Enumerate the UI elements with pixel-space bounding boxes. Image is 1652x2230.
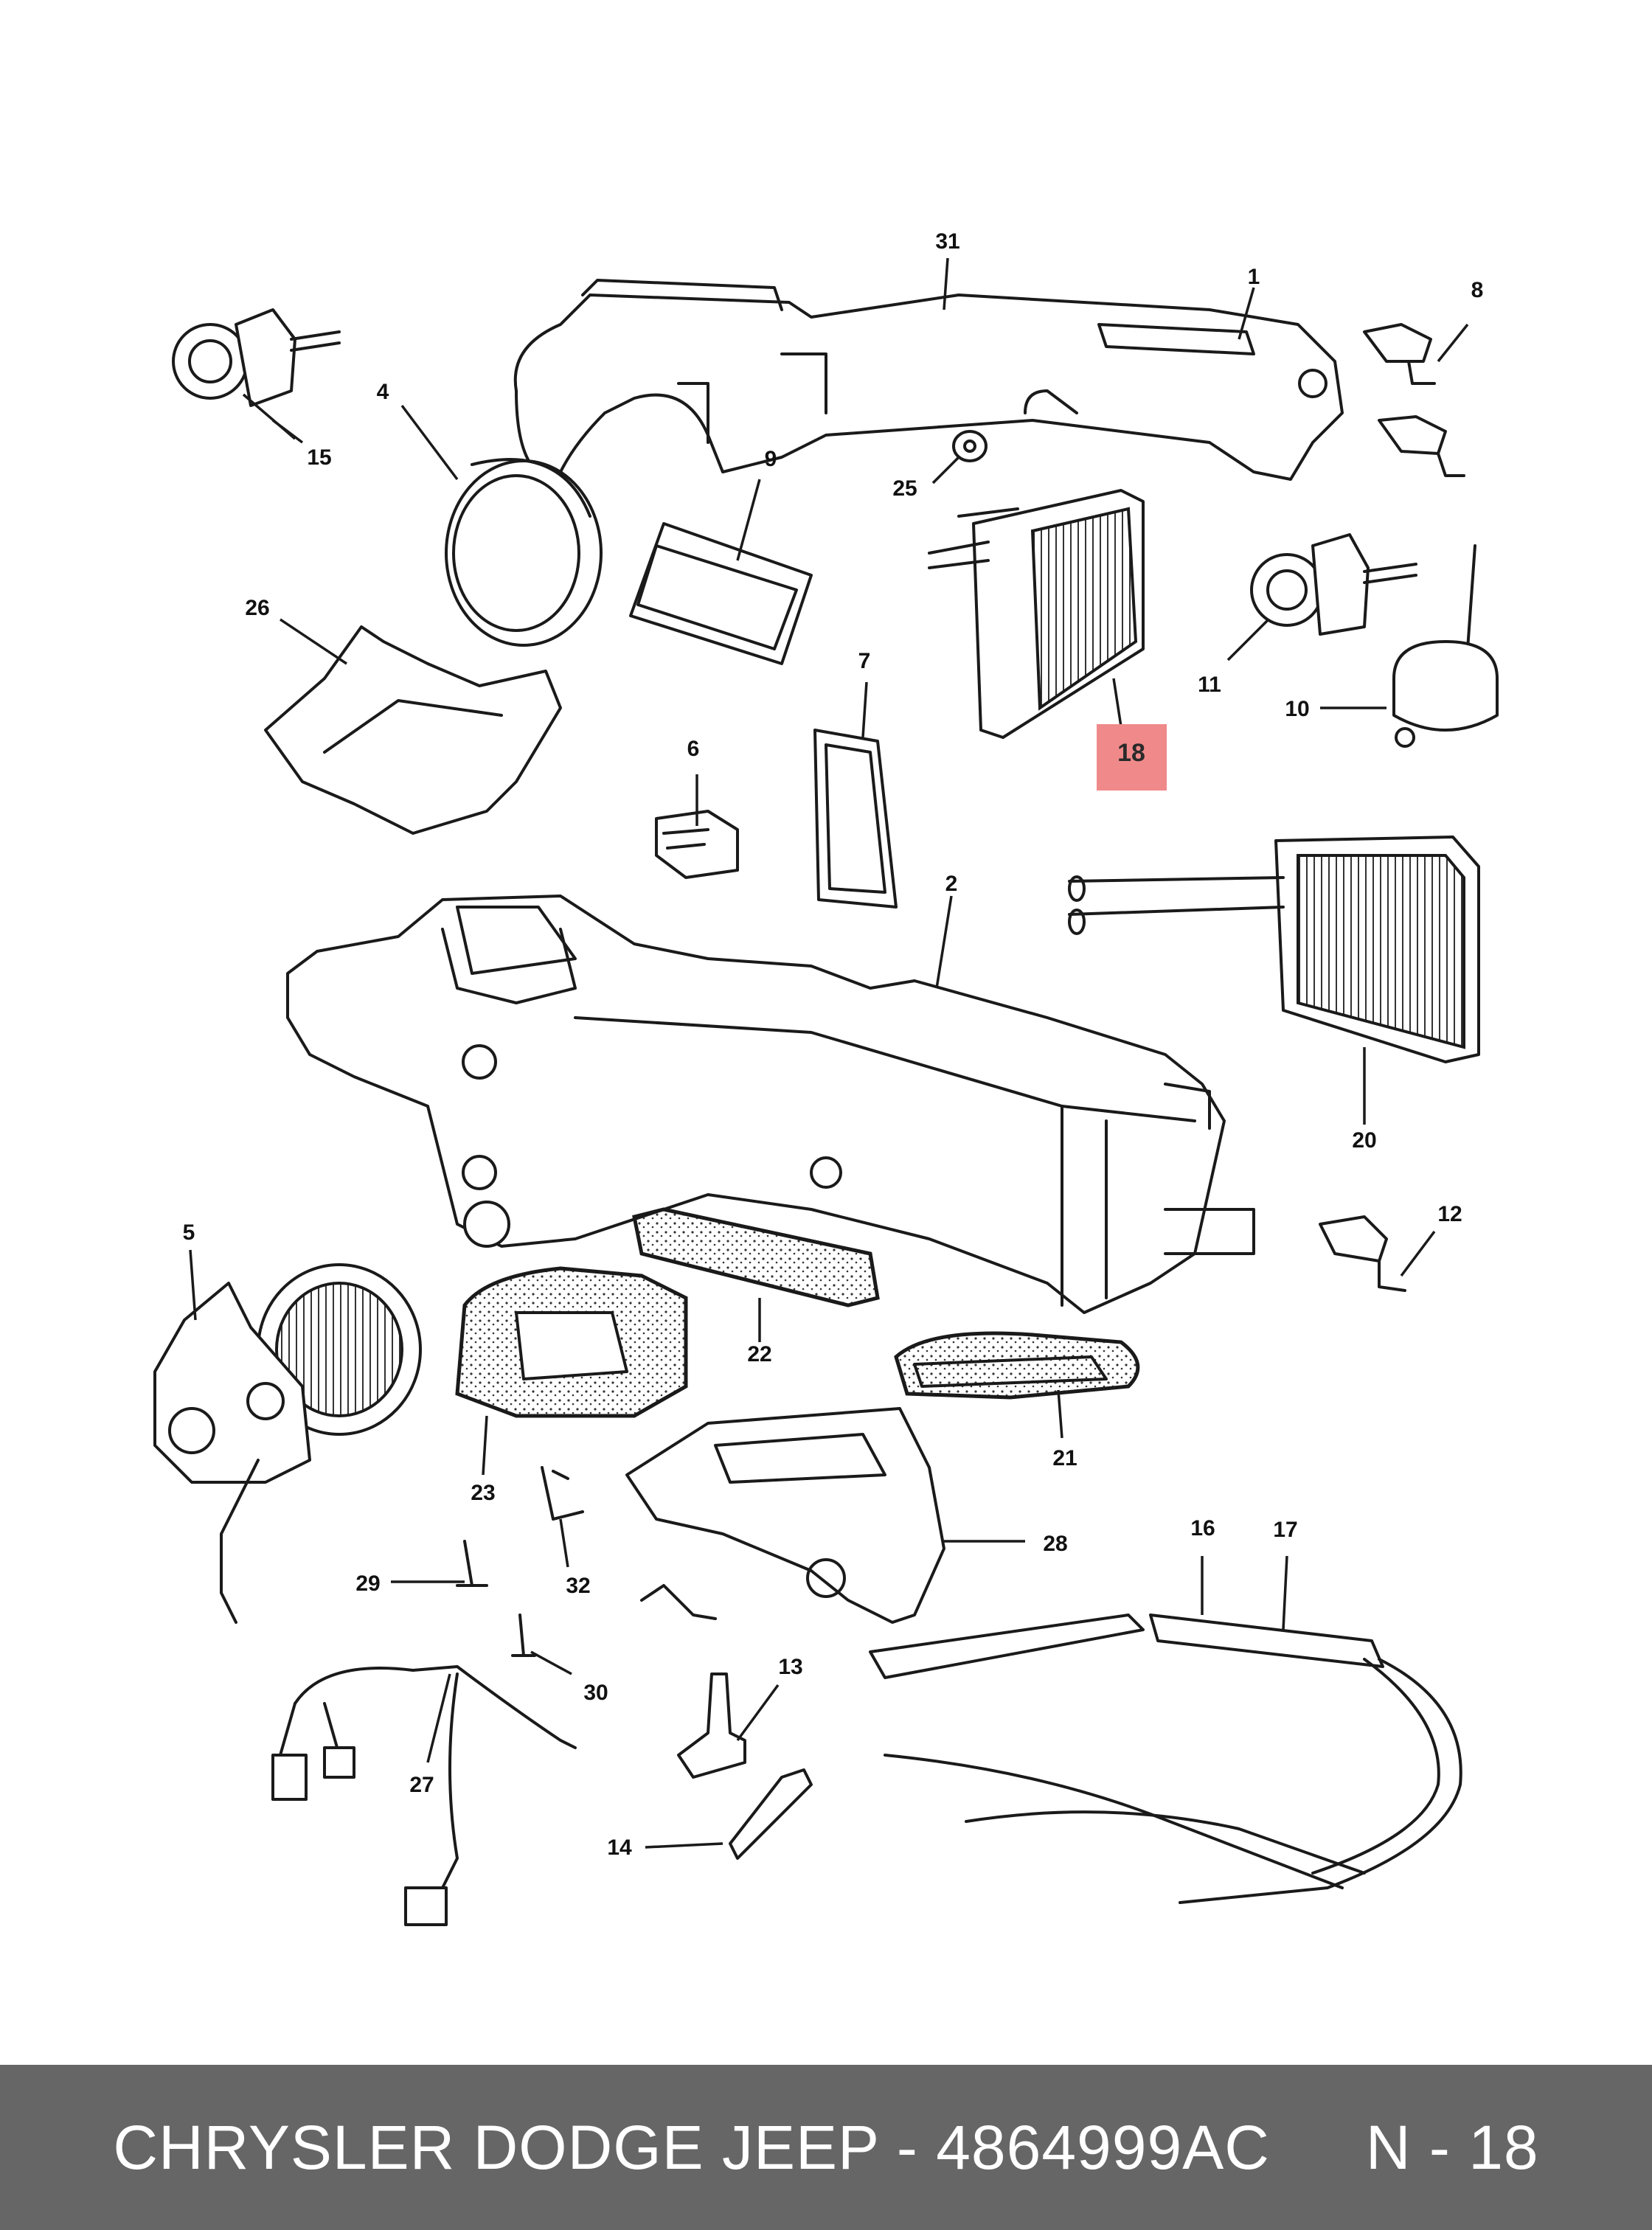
callout-31: 31 (935, 229, 959, 254)
callout-12: 12 (1437, 1202, 1462, 1226)
callout-2: 2 (945, 872, 958, 896)
part-connectors-8 (1363, 323, 1465, 477)
callout-23: 23 (471, 1481, 495, 1505)
part-door-9 (629, 522, 813, 665)
leader-lines (189, 257, 1469, 1849)
part-gasket-22 (632, 1207, 880, 1307)
part-upper-duct (513, 279, 1344, 481)
part-seal-23 (455, 1266, 688, 1418)
callout-6: 6 (687, 737, 700, 761)
callout-22: 22 (747, 1342, 771, 1366)
part-screw-29 (456, 1540, 488, 1587)
part-bracket-14 (729, 1768, 813, 1860)
parts-diagram: 31 1 8 4 9 25 15 26 7 18 11 10 6 2 20 12… (153, 229, 1499, 1926)
callout-7: 7 (858, 649, 871, 673)
part-clip-32 (541, 1466, 584, 1521)
callout-27: 27 (409, 1773, 434, 1797)
part-actuator-11 (1250, 533, 1417, 636)
part-floor-duct-28 (625, 1407, 945, 1624)
callout-18: 18 (1117, 739, 1145, 767)
callout-28: 28 (1043, 1532, 1067, 1556)
callout-16: 16 (1190, 1516, 1215, 1540)
part-switch-13 (677, 1672, 746, 1779)
callout-8: 8 (1471, 278, 1484, 302)
part-clip (640, 1584, 717, 1620)
callout-9: 9 (765, 447, 777, 471)
callout-32: 32 (566, 1574, 590, 1598)
part-grommet-25 (952, 430, 988, 462)
callout-26: 26 (245, 596, 269, 620)
callout-4: 4 (377, 380, 389, 404)
callout-21: 21 (1052, 1446, 1077, 1470)
highlight-box-18 (1097, 724, 1167, 791)
part-actuator-15 (172, 308, 341, 407)
footer-reference: N - 18 (1365, 2112, 1539, 2182)
callout-11: 11 (1198, 673, 1221, 697)
callout-30: 30 (583, 1681, 608, 1705)
callout-13: 13 (778, 1655, 802, 1679)
part-heater-core-20 (1068, 836, 1480, 1063)
part-connector-12 (1319, 1215, 1406, 1292)
part-actuator-6 (655, 810, 739, 879)
callout-5: 5 (183, 1220, 195, 1245)
callout-20: 20 (1352, 1128, 1376, 1153)
part-ring (445, 458, 603, 647)
footer-bar: CHRYSLER DODGE JEEP - 4864999AC N - 18 (0, 2065, 1652, 2230)
footer-part-number: CHRYSLER DODGE JEEP - 4864999AC (113, 2112, 1270, 2182)
callout-17: 17 (1273, 1518, 1297, 1542)
part-outlet-26 (264, 625, 562, 835)
part-harness-27 (271, 1665, 577, 1926)
callout-1: 1 (1248, 265, 1260, 289)
callout-25: 25 (892, 476, 917, 501)
part-blower-5 (153, 1263, 422, 1624)
callout-10: 10 (1285, 697, 1309, 721)
part-evaporator-18 (928, 489, 1145, 739)
part-cables-16-17 (869, 1614, 1462, 1904)
callout-29: 29 (355, 1571, 380, 1596)
part-screw-30 (511, 1614, 536, 1657)
part-gasket-21 (894, 1331, 1140, 1400)
part-vacuum-10 (1392, 544, 1499, 748)
callout-15: 15 (307, 445, 331, 470)
part-main-housing-2 (286, 895, 1255, 1314)
callout-14: 14 (607, 1835, 632, 1860)
part-seal-7 (813, 729, 898, 909)
